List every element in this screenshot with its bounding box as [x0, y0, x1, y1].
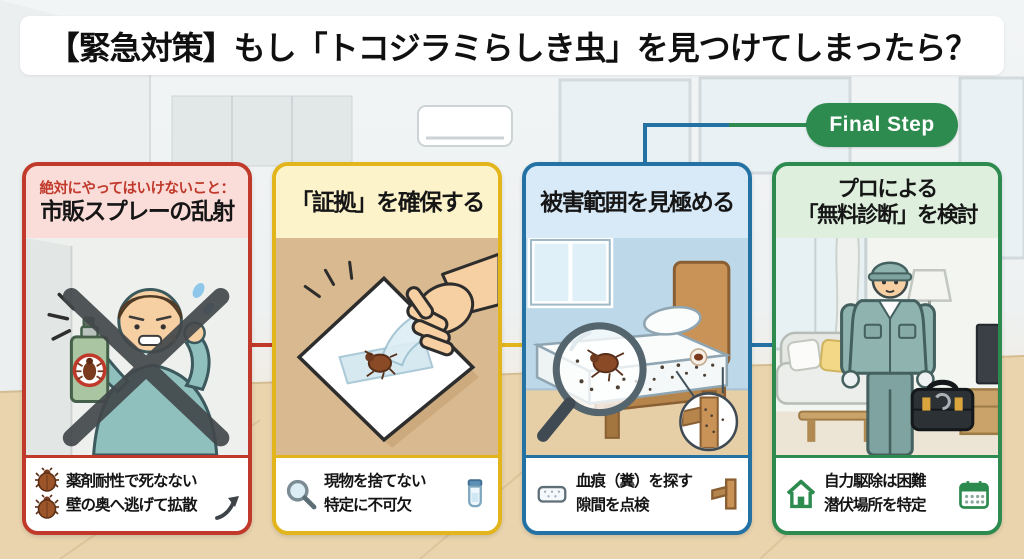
card-subtitle: 絶対にやってはいけないこと：: [39, 181, 235, 198]
card-title-line2: 「無料診断」を検討: [796, 203, 979, 227]
title-bar: 【緊急対策】もし「トコジラミらしき虫」を見つけてしまったら？: [20, 16, 1004, 75]
note-line: 壁の奥へ逃げて拡散: [66, 496, 198, 514]
note-line: 自力駆除は困難: [824, 473, 927, 491]
card-title-line1: プロによる: [837, 177, 938, 202]
connector-finalstep-right: [729, 123, 809, 127]
arrow-up-right-icon: [215, 496, 239, 520]
prohibition-x-icon: [62, 287, 230, 447]
hand: [405, 252, 498, 357]
final-step-label: Final Step: [829, 113, 935, 136]
illustration-pro-worker: [776, 238, 998, 455]
vial-icon: [467, 478, 483, 507]
illustration-bed-inspection: [526, 238, 748, 455]
connector-finalstep-left: [643, 123, 729, 127]
card-pro-diagnosis: プロによる 「無料診断」を検討: [772, 162, 1002, 535]
card-notes: 現物を捨てない 特定に不可欠: [276, 455, 498, 531]
card-no-spray: 絶対にやってはいけないこと： 市販スプレーの乱射: [22, 162, 252, 535]
window: [527, 238, 614, 309]
card-title: 市販スプレーの乱射: [40, 198, 235, 225]
magnifier-icon: [286, 479, 317, 509]
card-assess-damage: 被害範囲を見極める: [522, 162, 752, 535]
card-notes: 自力駆除は困難 潜伏場所を特定: [776, 455, 998, 531]
magnifier: [537, 322, 647, 442]
frame-inset: [675, 367, 739, 452]
calendar-icon: [959, 480, 989, 509]
card-notes: 血痕（糞）を探す 隙間を点検: [526, 455, 748, 531]
air-conditioner-icon: [417, 105, 513, 147]
illustration-worried-man-spray: [26, 238, 248, 455]
note-line: 特定に不可欠: [324, 496, 412, 514]
note-line: 血痕（糞）を探す: [576, 473, 693, 491]
note-line: 現物を捨てない: [324, 473, 427, 491]
final-step-badge: Final Step: [806, 103, 958, 147]
note-line: 薬剤耐性で死なない: [66, 473, 198, 491]
card-secure-evidence: 「証拠」を確保する: [272, 162, 502, 535]
card-header: 「証拠」を確保する: [276, 166, 498, 238]
connector-card1-card2: [250, 343, 274, 347]
bug-icon: [35, 467, 59, 492]
connector-card3-card4: [750, 343, 774, 347]
emphasis-lines: [303, 260, 354, 299]
note-line: 潜伏場所を特定: [824, 496, 927, 514]
card-header: プロによる 「無料診断」を検討: [776, 166, 998, 238]
card-header: 絶対にやってはいけないこと： 市販スプレーの乱射: [26, 166, 248, 238]
tv: [975, 323, 998, 385]
illustration-tape-evidence: [276, 238, 498, 455]
toolbox-icon: [910, 379, 975, 432]
spray-can: [69, 316, 110, 404]
connector-card2-card3: [500, 343, 524, 347]
card-notes: 薬剤耐性で死なない 壁の奥へ逃げて拡散: [26, 455, 248, 531]
bug-icon: [35, 494, 59, 519]
mattress-icon: [537, 485, 567, 503]
card-title: 「証拠」を確保する: [290, 189, 485, 216]
house-icon: [786, 479, 816, 508]
connector-card3-finalstep-vertical: [643, 123, 647, 164]
card-title: 被害範囲を見極める: [540, 189, 735, 216]
pest-control-worker: [840, 261, 975, 455]
bedbug: [364, 350, 398, 380]
note-line: 隙間を点検: [576, 496, 650, 514]
card-header: 被害範囲を見極める: [526, 166, 748, 238]
page-title: 【緊急対策】もし「トコジラミらしき虫」を見つけてしまったら？: [47, 29, 978, 66]
wood-beam-icon: [711, 477, 737, 510]
